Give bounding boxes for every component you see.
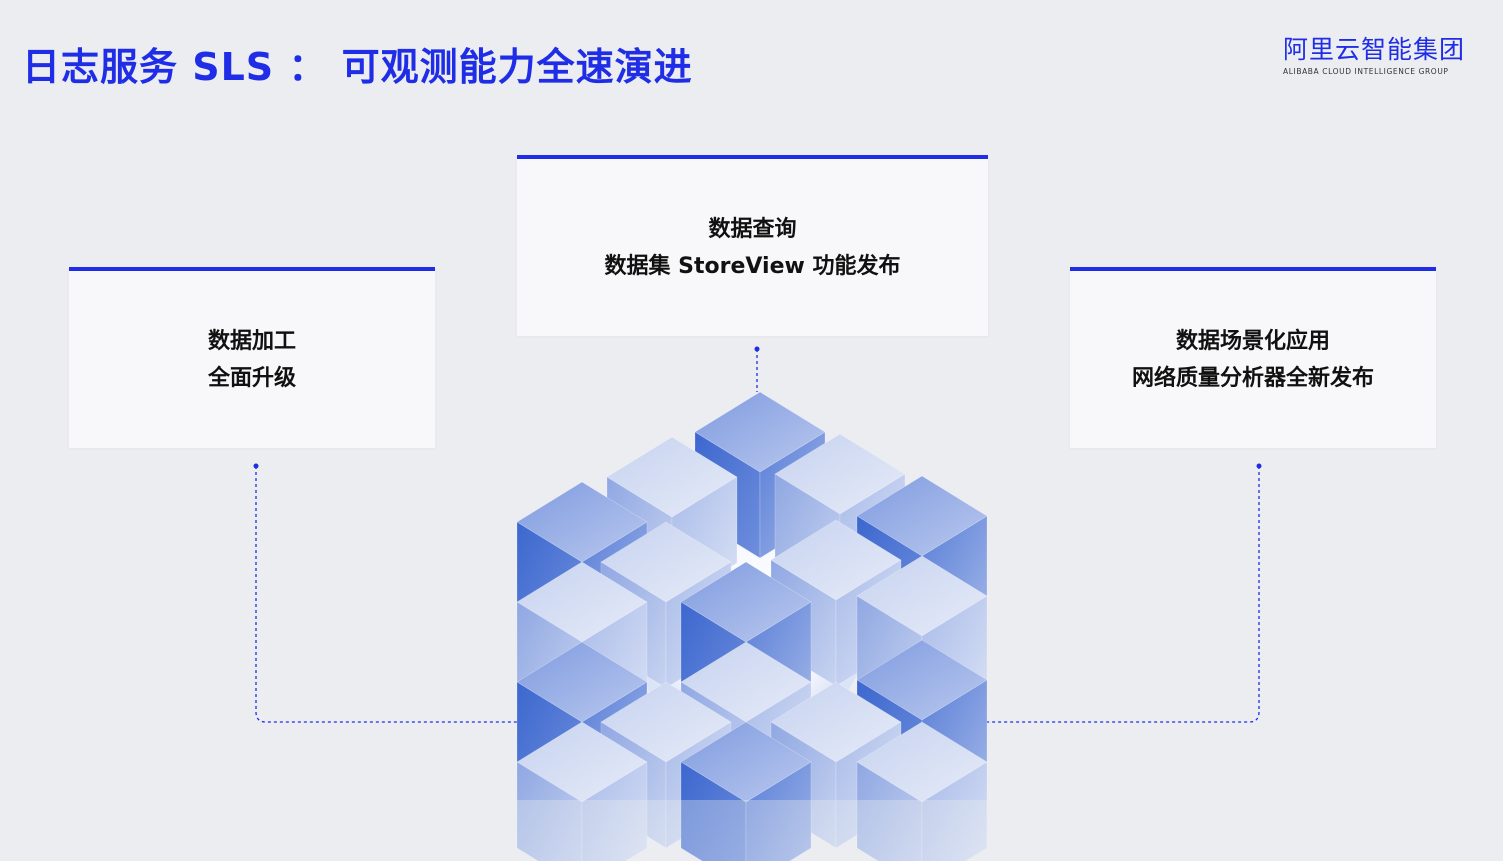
feature-card-query: 数据查询 数据集 StoreView 功能发布 xyxy=(517,155,988,336)
cube-left-face xyxy=(680,761,747,861)
cube xyxy=(516,721,648,861)
cube-left-face xyxy=(516,761,583,861)
cube xyxy=(680,721,812,861)
card-heading: 数据查询 xyxy=(708,216,797,242)
feature-card-processing: 数据加工 全面升级 xyxy=(69,267,435,448)
company-logo: 阿里云智能集团 ALIBABA CLOUD INTELLIGENCE GROUP xyxy=(1283,34,1479,76)
connector-left xyxy=(253,463,520,723)
logo-text-en: ALIBABA CLOUD INTELLIGENCE GROUP xyxy=(1283,67,1449,76)
card-subheading: 全面升级 xyxy=(207,365,296,391)
cube-left-face xyxy=(856,761,923,861)
cube xyxy=(856,721,988,861)
card-subheading: 数据集 StoreView 功能发布 xyxy=(604,253,901,279)
cube-right-face xyxy=(581,761,648,861)
connector-right xyxy=(985,463,1262,723)
feature-card-scenario: 数据场景化应用 网络质量分析器全新发布 xyxy=(1070,267,1436,448)
cube-cluster xyxy=(500,391,1010,861)
cube-fade xyxy=(500,800,1010,861)
logo-text-cn: 阿里云智能集团 xyxy=(1283,35,1466,64)
card-heading: 数据加工 xyxy=(207,328,296,354)
card-subheading: 网络质量分析器全新发布 xyxy=(1131,365,1374,391)
cube-right-face xyxy=(745,761,812,861)
page-title: 日志服务 SLS ： 可观测能力全速演进 xyxy=(22,45,693,89)
connector-center xyxy=(754,346,760,392)
cube-right-face xyxy=(921,761,988,861)
card-heading: 数据场景化应用 xyxy=(1175,328,1330,354)
